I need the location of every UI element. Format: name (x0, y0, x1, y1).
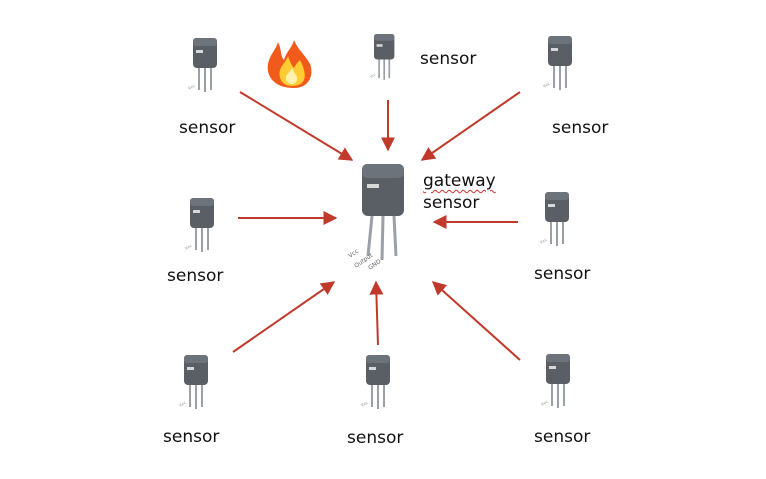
sensor-middle-left-icon (183, 197, 215, 253)
sensor-label-top-center: sensor (420, 49, 477, 69)
gateway-label-line2: sensor (423, 193, 480, 213)
sensor-bottom-left-icon (177, 354, 209, 410)
arrow-bottom-right (431, 281, 521, 361)
gateway-label-line1: gateway (423, 171, 496, 191)
sensor-top-left-icon (186, 37, 218, 93)
sensor-label-middle-left: sensor (167, 266, 224, 286)
sensor-label-bottom-center: sensor (347, 428, 404, 448)
gateway-sensor-icon (362, 164, 404, 261)
sensor-top-center-icon (368, 33, 396, 81)
arrow-bottom-center (369, 280, 384, 346)
arrow-bottom-left (232, 281, 336, 353)
sensor-label-bottom-left: sensor (163, 427, 220, 447)
sensor-label-middle-right: sensor (534, 264, 591, 284)
sensor-top-right-icon (541, 35, 573, 91)
sensor-label-top-left: sensor (179, 118, 236, 138)
sensor-bottom-right-icon (539, 353, 571, 409)
arrow-top-left (239, 91, 354, 161)
arrow-top-right (420, 91, 521, 161)
sensor-label-top-right: sensor (552, 118, 609, 138)
fire-icon (267, 40, 312, 88)
gateway-label: gateway sensor (423, 170, 496, 214)
sensor-bottom-center-icon (359, 354, 391, 410)
gateway-pin-vcc: Vcc (347, 248, 360, 260)
sensor-middle-right-icon (538, 191, 570, 247)
sensor-label-bottom-right: sensor (534, 427, 591, 447)
